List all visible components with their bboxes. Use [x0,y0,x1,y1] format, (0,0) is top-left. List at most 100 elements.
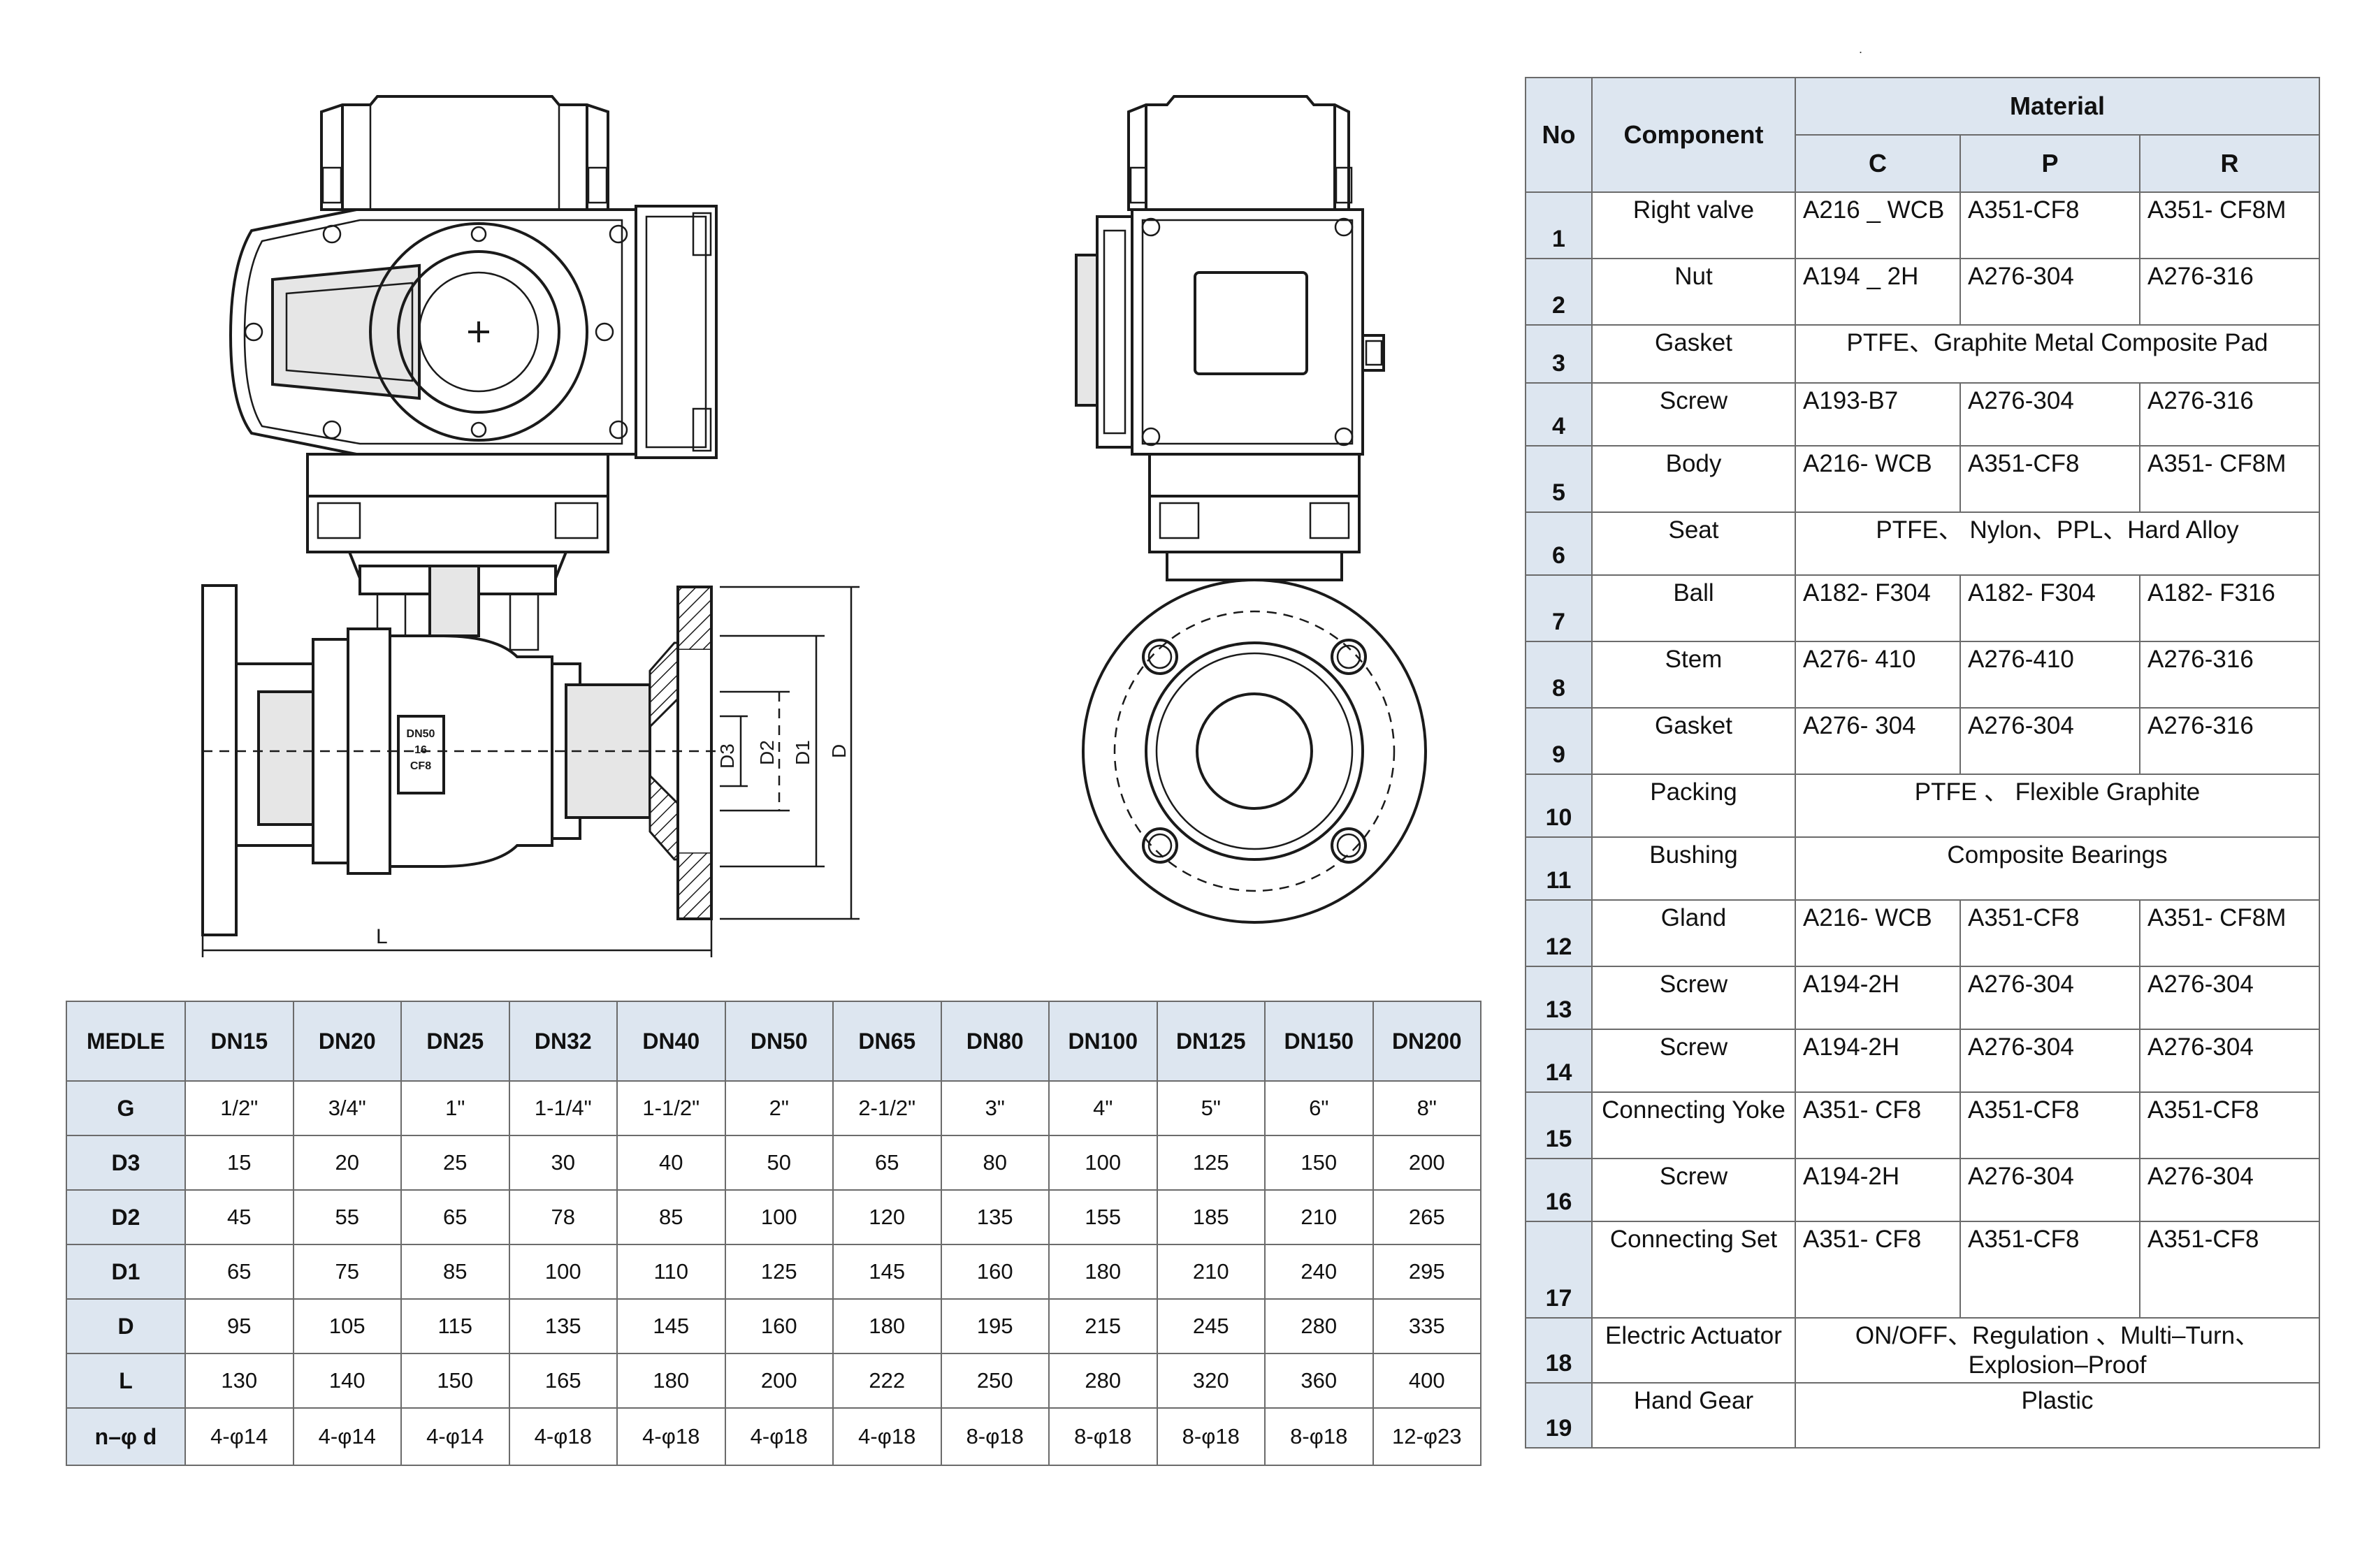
dimension-cell: 100 [724,1189,834,1245]
dimension-cell: 110 [616,1244,726,1300]
part-number: 3 [1525,324,1593,384]
material-grade-c: A276- 304 [1795,707,1961,775]
dimension-cell: 240 [1264,1244,1374,1300]
stray-mark: . [1859,42,1863,56]
header-material: Material [1794,77,2321,136]
dimension-cell: 4-φ18 [832,1407,942,1466]
material-grade-r: A182- F316 [2138,574,2321,642]
column-header: DN65 [832,1001,942,1082]
dimension-cell: 222 [832,1353,942,1409]
material-spec: Composite Bearings [1794,836,2321,901]
material-grade-r: A276-316 [2138,707,2321,775]
dimension-cell: 6" [1264,1080,1374,1136]
component-name: Electric Actuator [1591,1317,1796,1384]
dimension-cell: 8-φ18 [1264,1407,1374,1466]
dimension-row-label: D2 [66,1189,186,1245]
valve-front-view-drawing [1075,95,1427,924]
material-grade-c: A351- CF8 [1795,1091,1961,1159]
dimension-cell: 4-φ14 [292,1407,402,1466]
component-name: Ball [1591,574,1796,642]
dim-label-l: L [376,925,388,948]
dimension-row-label: D3 [66,1135,186,1191]
material-grade-p: A351-CF8 [1959,1221,2140,1319]
material-grade-p: A276-304 [1959,258,2140,326]
dimension-cell: 5" [1156,1080,1266,1136]
dimension-cell: 245 [1156,1298,1266,1354]
material-grade-p: A351-CF8 [1959,445,2140,513]
dimension-cell: 145 [616,1298,726,1354]
dimension-cell: 95 [184,1298,294,1354]
dimension-table-corner: MEDLE [66,1001,186,1082]
part-number: 11 [1525,836,1593,901]
column-header: DN32 [508,1001,618,1082]
dimension-cell: 160 [940,1244,1050,1300]
column-header: DN50 [724,1001,834,1082]
dimension-cell: 65 [184,1244,294,1300]
body-casting-marking: DN50 16 CF8 [407,728,435,772]
dimension-cell: 195 [940,1298,1050,1354]
dimension-cell: 140 [292,1353,402,1409]
material-grade-c: A216 _ WCB [1795,191,1961,259]
svg-text:16: 16 [414,744,427,756]
dimension-cell: 2" [724,1080,834,1136]
dimension-cell: 1-1/2" [616,1080,726,1136]
part-number: 13 [1525,966,1593,1030]
dimension-cell: 145 [832,1244,942,1300]
part-number: 4 [1525,382,1593,447]
dim-label-d2: D2 [756,740,778,765]
dimension-cell: 335 [1372,1298,1481,1354]
dimension-cell: 8-φ18 [1156,1407,1266,1466]
svg-text:CF8: CF8 [410,760,431,772]
dim-label-d: D [828,744,850,758]
dimension-cell: 50 [724,1135,834,1191]
dimension-cell: 4-φ18 [508,1407,618,1466]
component-name: Bushing [1591,836,1796,901]
valve-body [201,584,720,936]
component-name: Screw [1591,1158,1796,1222]
part-number: 19 [1525,1382,1593,1449]
dimension-cell: 4" [1048,1080,1158,1136]
material-grade-c: A194-2H [1795,1158,1961,1222]
dimension-row-label: D [66,1298,186,1354]
component-name: Gasket [1591,707,1796,775]
material-grade-c: A194-2H [1795,966,1961,1030]
dimension-cell: 320 [1156,1353,1266,1409]
dimension-cell: 1" [400,1080,510,1136]
dimension-cell: 125 [724,1244,834,1300]
dimension-cell: 200 [724,1353,834,1409]
actuator-top-cover [320,95,609,211]
dimension-cell: 1-1/4" [508,1080,618,1136]
dimension-cell: 160 [724,1298,834,1354]
dimension-cell: 2-1/2" [832,1080,942,1136]
part-number: 16 [1525,1158,1593,1222]
part-number: 9 [1525,707,1593,775]
part-number: 8 [1525,641,1593,709]
dimension-cell: 65 [832,1135,942,1191]
material-grade-p: A276-304 [1959,1029,2140,1093]
part-number: 18 [1525,1317,1593,1384]
dimension-cell: 210 [1264,1189,1374,1245]
material-grade-p: A276-410 [1959,641,2140,709]
component-name: Nut [1591,258,1796,326]
material-grade-p: A276-304 [1959,382,2140,447]
part-number: 6 [1525,511,1593,576]
material-grade-r: A351- CF8M [2138,191,2321,259]
dimension-cell: 75 [292,1244,402,1300]
material-grade-c: A194-2H [1795,1029,1961,1093]
dimension-cell: 25 [400,1135,510,1191]
dimension-cell: 85 [616,1189,726,1245]
material-spec: ON/OFF、Regulation 、Multi–Turn、 Explosion… [1794,1317,2321,1384]
dimension-cell: 215 [1048,1298,1158,1354]
part-number: 1 [1525,191,1593,259]
front-actuator-housing [1075,208,1385,456]
dimension-cell: 280 [1264,1298,1374,1354]
